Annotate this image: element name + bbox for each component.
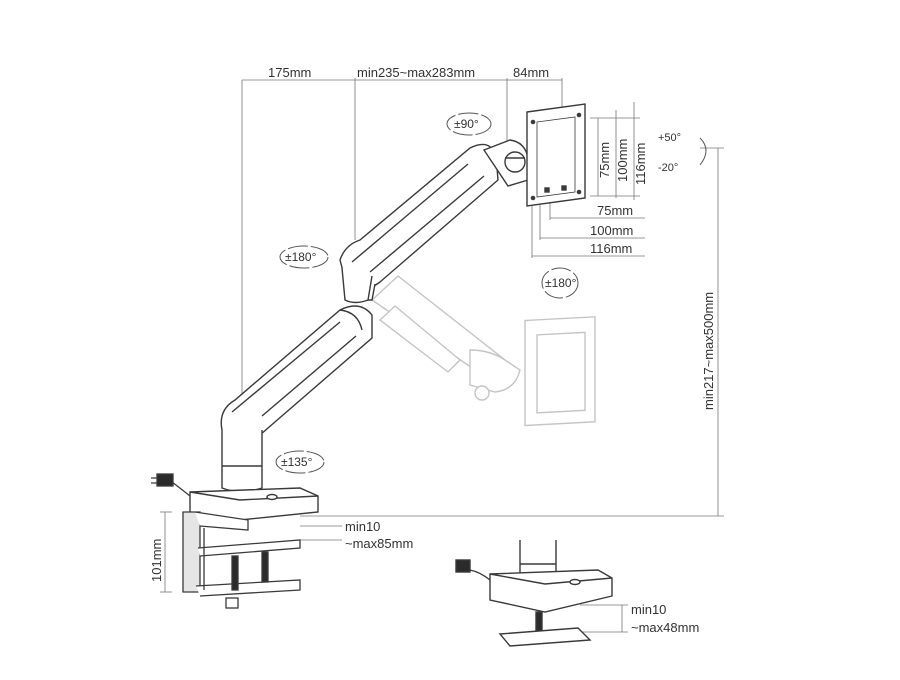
- rotation-arm-joint: ±180°: [285, 250, 317, 264]
- vesa-plate: [526, 103, 586, 207]
- rotation-vesa: ±180°: [545, 276, 577, 290]
- grommet-mount: [455, 540, 613, 647]
- vesa-v-75: 75mm: [597, 142, 612, 178]
- dim-arm-range: min235~max283mm: [357, 65, 475, 80]
- vesa-h-75: 75mm: [597, 203, 633, 218]
- rotation-head: ±90°: [454, 117, 479, 131]
- vesa-h-116: 116mm: [590, 241, 632, 256]
- grommet-max: ~max48mm: [631, 620, 699, 635]
- vesa-v-100: 100mm: [615, 139, 630, 182]
- rotation-labels: ±90° ±180° ±135° ±180° +50° -20°: [281, 117, 681, 469]
- dim-84: 84mm: [513, 65, 549, 80]
- vesa-v-116: 116mm: [633, 143, 648, 185]
- dim-175: 175mm: [268, 65, 311, 80]
- lower-arm: [220, 305, 373, 446]
- vesa-h-100: 100mm: [590, 223, 633, 238]
- grommet-min: min10: [631, 602, 666, 617]
- upper-arm: [339, 143, 499, 304]
- tilt-up: +50°: [658, 132, 681, 144]
- clamp-min: min10: [345, 519, 380, 534]
- clamp-height: 101mm: [149, 539, 164, 582]
- ghost-arm-position: [370, 275, 596, 427]
- dimension-labels: 175mm min235~max283mm 84mm 75mm 100mm 11…: [149, 65, 716, 635]
- height-range: min217~max500mm: [701, 292, 716, 410]
- clamp-max: ~max85mm: [345, 536, 413, 551]
- power-cable: [151, 473, 191, 497]
- dimension-lines: [160, 78, 724, 633]
- rotation-markers: [275, 112, 707, 474]
- base-column: [189, 430, 319, 521]
- tilt-down: -20°: [658, 162, 678, 174]
- desk-clamp: [182, 511, 301, 609]
- rotation-base: ±135°: [281, 455, 313, 469]
